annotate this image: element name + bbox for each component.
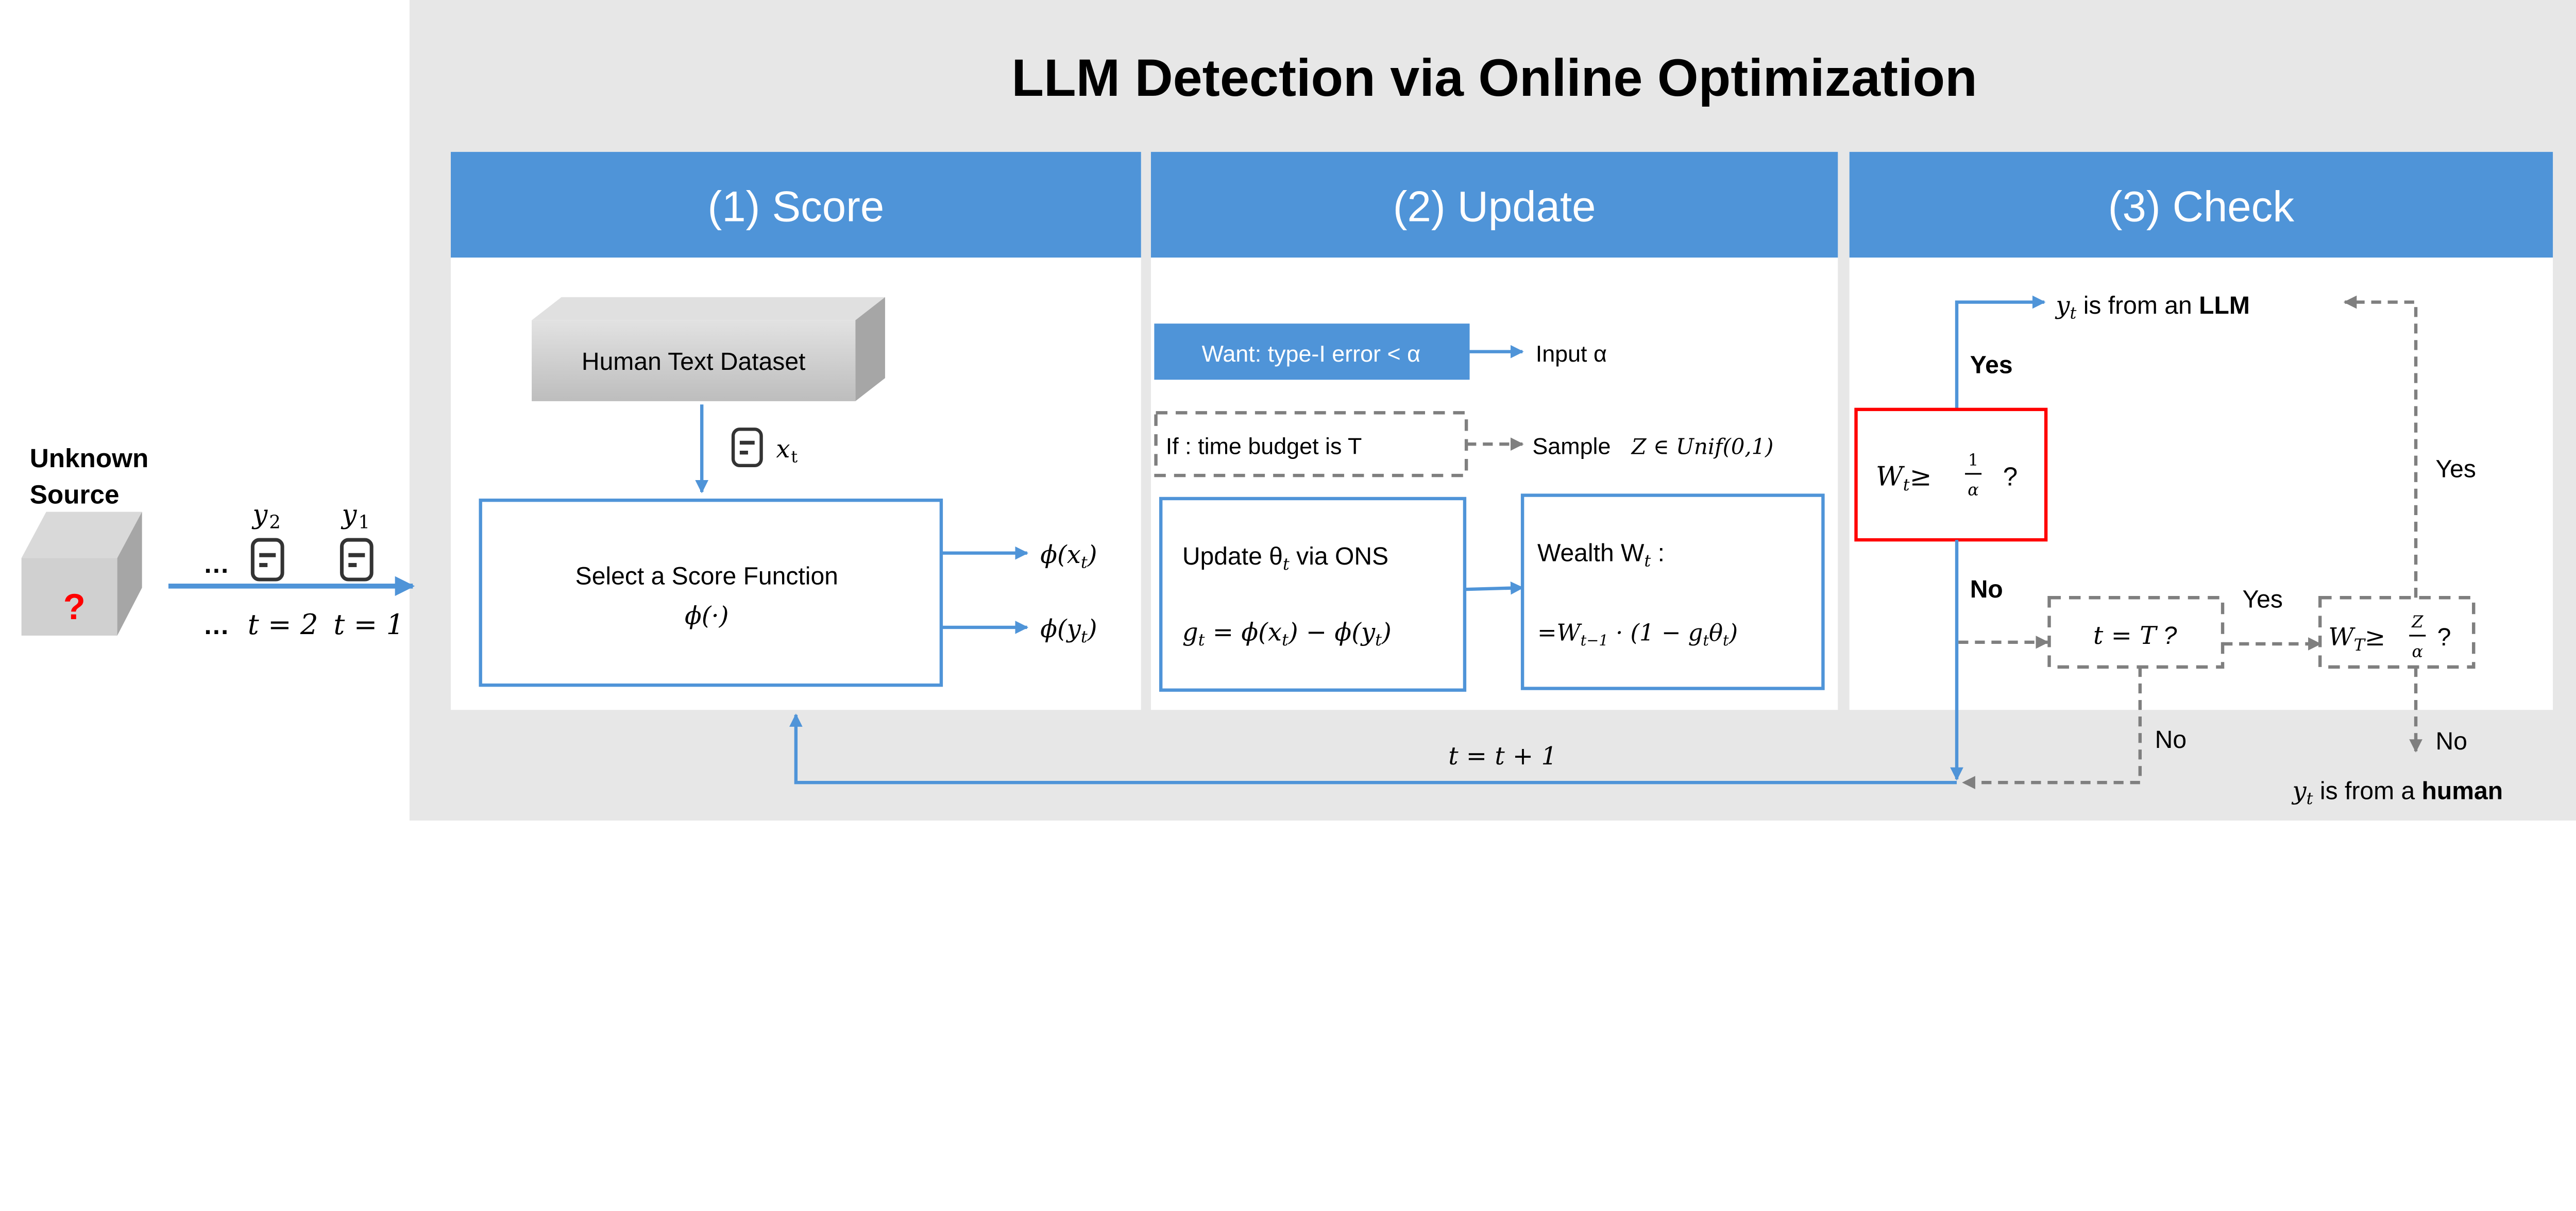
- loop-label: t = t + 1: [1448, 742, 1557, 771]
- ellipsis-top: …: [203, 549, 229, 578]
- time-label: t = 1: [333, 608, 404, 641]
- threshold-denominator: α: [1968, 480, 1979, 500]
- final-check-lhs: WT≥: [2328, 623, 2385, 655]
- wealth-box: [1520, 493, 1825, 690]
- check-header-label: (3) Check: [2108, 182, 2295, 230]
- update-header: [1150, 151, 1838, 258]
- diagram-root: LLM Detection via Online Optimization Un…: [21, 0, 2576, 821]
- yes-label-budget: Yes: [2243, 585, 2283, 613]
- input-alpha-label: Input α: [1536, 340, 1607, 367]
- yes-label-bold: Yes: [1970, 351, 2013, 379]
- ons-update-box: [1159, 497, 1467, 692]
- score-function-label: Select a Score Function: [575, 562, 838, 590]
- no-label-final: No: [2436, 727, 2467, 755]
- score-header: [450, 151, 1141, 258]
- time-budget-label: If : time budget is T: [1166, 433, 1362, 459]
- unknown-source: Unknown Source ? … … y 2 t = 2 y 1 t = 1: [21, 444, 415, 641]
- type-i-error-label: Want: type-I error < α: [1202, 340, 1420, 367]
- loop-back-arrow: [789, 713, 1957, 784]
- document-icon: [250, 538, 284, 582]
- document-icon: [731, 428, 763, 468]
- question-symbol: ?: [2437, 623, 2451, 651]
- budget-no-arrow: [1962, 667, 2142, 790]
- yes-label-final: Yes: [2436, 455, 2476, 483]
- threshold-numerator: 1: [1968, 450, 1978, 470]
- phi-x-output: ϕ(xt): [1040, 540, 1097, 572]
- llm-result-label: yt is from an LLM: [2055, 291, 2250, 323]
- check-panel: (3) Check yt is from an LLM Yes Wt≥ 1 α …: [1849, 151, 2553, 781]
- sample-z-math: Z ∈ Unif(0,1): [1631, 434, 1774, 459]
- source-label-line1: Unknown: [30, 444, 149, 473]
- svg-text:y: y: [251, 499, 268, 530]
- yes-llm-arrow: [1955, 295, 2046, 410]
- source-label-line2: Source: [30, 480, 120, 509]
- human-text-dataset-icon: [532, 297, 885, 401]
- diagram-title: LLM Detection via Online Optimization: [1011, 48, 1977, 107]
- score-panel: (1) Score Human Text Dataset x t Select …: [450, 151, 1141, 710]
- no-label-budget: No: [2155, 726, 2187, 754]
- source-cube-icon: [21, 511, 142, 636]
- type-i-error-box: [1154, 323, 1470, 380]
- final-check-numerator: Z: [2411, 612, 2424, 632]
- wealth-formula: =Wt−1 · (1 − gtθt): [1537, 619, 1738, 650]
- final-check-box: [2318, 596, 2476, 669]
- wealth-arrow: [1464, 581, 1524, 595]
- update-panel: (2) Update Want: type-I error < α Input …: [1150, 151, 1838, 710]
- time-label: t = 2: [248, 608, 318, 641]
- ellipsis-bottom: …: [203, 610, 229, 640]
- score-function-box: [479, 498, 943, 687]
- svg-text:1: 1: [359, 512, 370, 533]
- sample-y2: y 2 t = 2: [248, 499, 318, 641]
- diagram-canvas: LLM Detection via Online Optimization Un…: [21, 0, 2576, 821]
- no-label-bold: No: [1970, 575, 2003, 603]
- budget-check-box: [2047, 596, 2225, 669]
- phi-y-output: ϕ(yt): [1040, 615, 1097, 646]
- wealth-threshold-lhs: Wt≥: [1876, 461, 1932, 494]
- human-result-label: yt is from a human: [2292, 776, 2503, 808]
- gradient-formula: gt = ϕ(xt) − ϕ(yt): [1182, 618, 1392, 650]
- question-symbol: ?: [2003, 462, 2018, 491]
- sample-x-label: x: [776, 435, 790, 464]
- update-header-label: (2) Update: [1393, 182, 1596, 230]
- sample-x-sub: t: [791, 447, 798, 466]
- document-icon: [340, 538, 374, 582]
- svg-text:2: 2: [269, 512, 280, 533]
- score-header-label: (1) Score: [708, 182, 885, 230]
- score-function-symbol: ϕ(·): [685, 602, 729, 630]
- svg-text:y: y: [341, 499, 357, 530]
- question-mark-icon: ?: [63, 586, 86, 627]
- sample-z-prefix: Sample: [1532, 433, 1611, 459]
- final-check-denominator: α: [2412, 642, 2423, 661]
- budget-check-label: t = T ?: [2093, 621, 2177, 650]
- ons-update-label: Update θt via ONS: [1182, 542, 1388, 574]
- dataset-label: Human Text Dataset: [582, 348, 806, 376]
- sample-y1: y 1 t = 1: [333, 499, 404, 641]
- wealth-label: Wealth Wt :: [1537, 539, 1665, 571]
- wealth-threshold-box: [1854, 407, 2048, 542]
- check-header: [1849, 151, 2553, 258]
